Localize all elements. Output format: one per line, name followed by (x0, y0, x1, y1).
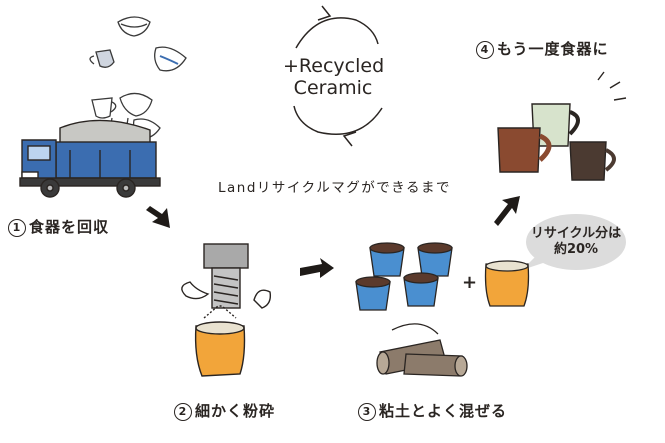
arrow-1-to-2 (146, 206, 170, 228)
bowl-right (154, 46, 187, 72)
cup-left (95, 49, 115, 68)
brand-logo: +Recycled Ceramic (283, 55, 385, 99)
bubble-text: リサイクル分は 約20% (530, 226, 622, 258)
diagram-title: Landリサイクルマグができるまで (218, 180, 451, 196)
brand-line1: +Recycled (283, 55, 385, 77)
clay-buckets (355, 242, 453, 311)
mugs-illustration (497, 71, 627, 181)
mug-dark (569, 141, 607, 181)
bowl-middle (119, 92, 153, 117)
cup-middle (91, 97, 113, 119)
bubble-line1: リサイクル分は (530, 226, 622, 241)
arrow-2-to-3 (300, 258, 334, 278)
clay-logs (376, 323, 468, 377)
step-arrows (146, 196, 520, 278)
recycled-powder-bag (484, 260, 530, 307)
arrow-3-to-4 (494, 196, 520, 226)
powder-bag (194, 305, 246, 377)
step-3-number: 3 (358, 403, 376, 421)
mug-brown (497, 127, 541, 173)
grinder-illustration (181, 243, 272, 309)
step-1-number: 1 (8, 219, 26, 237)
step-4-number: 4 (476, 41, 494, 59)
recycle-arrows (293, 5, 383, 147)
step-1-label: 食器を回収 (29, 218, 110, 236)
brand-line2: Ceramic (293, 77, 373, 99)
truck-illustration (19, 119, 161, 198)
step-2-label: 細かく粉砕 (195, 402, 276, 420)
plus-sign: + (462, 272, 478, 293)
step-4-label: もう一度食器に (497, 40, 609, 58)
shine-lines (597, 71, 627, 101)
bubble-line2: 約20% (553, 242, 599, 257)
step-3-label: 粘土とよく混ぜる (379, 402, 508, 420)
step-2-number: 2 (174, 403, 192, 421)
